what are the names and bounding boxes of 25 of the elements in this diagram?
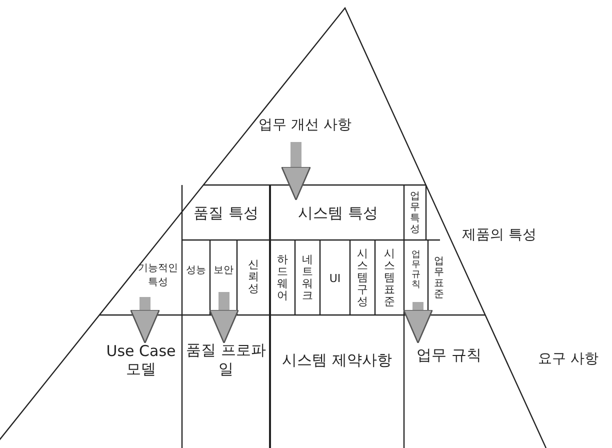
section-label: 제품의 특성 [462, 226, 536, 244]
category-label: 시스템 표준 [384, 248, 396, 308]
block-arrow [209, 292, 239, 344]
block-arrow [281, 142, 311, 201]
section-label: 요구 사항 [538, 350, 598, 368]
category-label: 품질 특성 [194, 204, 258, 222]
category-label: 업무 규칙 [411, 251, 421, 291]
category-label: 업무 규칙 [416, 346, 482, 364]
category-label: 성능 [186, 264, 206, 277]
category-label: 시스템 제약사항 [282, 350, 392, 370]
category-label: 시스템 구성 [356, 248, 368, 308]
category-label: Use Case 모델 [105, 342, 177, 378]
category-label: 품질 프로파일 [185, 341, 267, 379]
category-label: 보안 [214, 264, 234, 277]
category-label: 업무 개선 사항 [258, 116, 352, 134]
category-label: 하드웨어 [276, 254, 288, 302]
category-label: 업무 표준 [434, 256, 444, 300]
category-label: UI [329, 272, 341, 284]
category-label: 기능적인 특성 [137, 262, 179, 289]
category-label: 신뢰성 [248, 258, 260, 296]
category-label: 네트워크 [302, 254, 314, 302]
category-label: 업무 특성 [410, 191, 420, 235]
category-label: 시스템 특성 [298, 204, 378, 222]
block-arrow [130, 297, 160, 344]
block-arrow [403, 302, 433, 344]
